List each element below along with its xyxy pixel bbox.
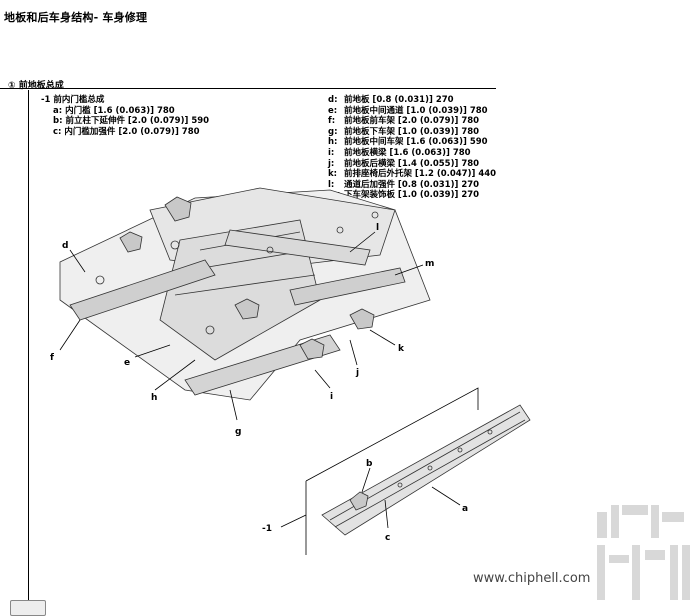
section-title-text: 前地板总成: [18, 81, 64, 91]
part-key: k:: [328, 169, 338, 180]
callout-k: k: [398, 344, 405, 354]
part-key: j:: [328, 158, 335, 169]
part-text: 下车架装饰板 [1.0 (0.039)] 270: [343, 190, 480, 201]
callout-j: j: [355, 368, 359, 378]
part-key: g:: [328, 126, 338, 137]
part-text: 前地板下车架 [1.0 (0.039)] 780: [343, 126, 480, 137]
callout-m: m: [425, 259, 434, 269]
parts-list-right: d: 前地板 [0.8 (0.031)] 270 e: 前地板中间通道 [1.0…: [328, 95, 496, 201]
part-l: l: 通道后加强件 [0.8 (0.031)] 270: [328, 180, 496, 191]
part-key: i:: [328, 147, 335, 158]
part-key: l:: [328, 179, 335, 190]
callout-a: a: [462, 504, 468, 514]
part-text: 前立柱下延伸件 [2.0 (0.079)] 590: [65, 116, 210, 127]
part-text: 前地板后横梁 [1.4 (0.055)] 780: [343, 158, 480, 169]
part-key: f:: [328, 116, 336, 127]
part-text: 前地板横梁 [1.6 (0.063)] 780: [343, 147, 471, 158]
inner-sill-illustration: [321, 404, 531, 536]
section-number: ①: [8, 81, 16, 91]
part-f: f: 前地板前车架 [2.0 (0.079)] 780: [328, 116, 496, 127]
part-text: 前地板中间车架 [1.6 (0.063)] 590: [343, 137, 488, 148]
assembly-label: -1 前内门槛总成: [41, 95, 105, 105]
detail-frame: [280, 387, 479, 555]
part-j: j: 前地板后横梁 [1.4 (0.055)] 780: [328, 159, 496, 170]
parts-list-left: -1 前内门槛总成 a: 内门槛 [1.6 (0.063)] 780 b: 前立…: [41, 95, 209, 137]
part-key: e:: [328, 105, 338, 116]
part-text: 内门槛加强件 [2.0 (0.079)] 780: [64, 126, 200, 137]
part-b: b: 前立柱下延伸件 [2.0 (0.079)] 590: [41, 116, 209, 127]
part-a: a: 内门槛 [1.6 (0.063)] 780: [41, 106, 209, 117]
section-title: ① 前地板总成: [8, 78, 64, 91]
part-e: e: 前地板中间通道 [1.0 (0.039)] 780: [328, 106, 496, 117]
callout-minus1: -1: [262, 524, 272, 534]
part-g: g: 前地板下车架 [1.0 (0.039)] 780: [328, 127, 496, 138]
figure-frame: [28, 90, 499, 615]
leader-lines: [59, 231, 424, 421]
part-text: 通道后加强件 [0.8 (0.031)] 270: [343, 179, 480, 190]
part-key: c:: [53, 126, 62, 137]
callout-e: e: [124, 358, 130, 368]
callout-f: f: [50, 353, 54, 363]
part-key: d:: [328, 95, 338, 105]
callout-i: i: [330, 392, 333, 402]
part-text: 前地板中间通道 [1.0 (0.039)] 780: [343, 105, 488, 116]
part-text: 内门槛 [1.6 (0.063)] 780: [65, 105, 175, 116]
callout-c: c: [385, 533, 390, 543]
part-text: 前地板前车架 [2.0 (0.079)] 780: [343, 116, 480, 127]
chiphell-logo: [597, 505, 690, 600]
front-floor-illustration: [59, 187, 431, 401]
watermark-url: www.chiphell.com: [473, 571, 591, 586]
detail-leader-lines: [361, 467, 461, 529]
part-key: h:: [328, 137, 338, 148]
callout-b: b: [366, 459, 373, 469]
part-key: b:: [53, 116, 63, 127]
part-i: i: 前地板横梁 [1.6 (0.063)] 780: [328, 148, 496, 159]
callout-g: g: [235, 427, 241, 437]
part-h: h: 前地板中间车架 [1.6 (0.063)] 590: [328, 137, 496, 148]
page-button[interactable]: [10, 600, 46, 616]
callout-d: d: [62, 241, 68, 251]
page-title: 地板和后车身结构- 车身修理: [4, 11, 148, 24]
part-d: d: 前地板 [0.8 (0.031)] 270: [328, 95, 496, 106]
part-text: 前排座椅后外托架 [1.2 (0.047)] 440: [343, 169, 497, 180]
part-key: a:: [53, 105, 63, 116]
callout-h: h: [151, 393, 157, 403]
part-text: 前地板 [0.8 (0.031)] 270: [343, 95, 454, 105]
callout-l: l: [376, 223, 379, 233]
part-c: c: 内门槛加强件 [2.0 (0.079)] 780: [41, 127, 209, 138]
part-k: k: 前排座椅后外托架 [1.2 (0.047)] 440: [328, 169, 496, 180]
section-divider: [0, 88, 496, 89]
